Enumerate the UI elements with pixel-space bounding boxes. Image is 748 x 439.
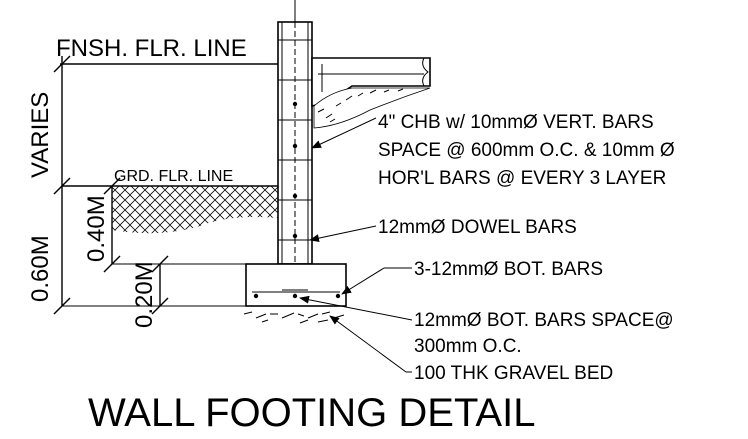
gravel-bed	[243, 311, 345, 324]
callout-chb-3: HOR'L BARS @ EVERY 3 LAYER	[378, 168, 666, 189]
callout-bot-bars: 3-12mmØ BOT. BARS	[414, 259, 603, 280]
callout-bot-space-2: 300mm O.C.	[414, 336, 522, 357]
dimension-left	[53, 55, 246, 315]
dim-varies-label: VARIES	[27, 92, 54, 178]
chb-wall	[277, 0, 313, 290]
dimension-020	[112, 255, 246, 315]
ground-floor-label: GRD. FLR. LINE	[114, 168, 233, 185]
dim-060-label: 0.60M	[27, 235, 54, 302]
dim-020-label: 0.20M	[131, 261, 158, 328]
dim-040-label: 0.40M	[83, 195, 110, 262]
leaders	[299, 117, 413, 373]
callout-gravel: 100 THK GRAVEL BED	[414, 363, 613, 384]
callout-bot-space-1: 12mmØ BOT. BARS SPACE@	[414, 310, 674, 331]
drawing-title: WALL FOOTING DETAIL	[88, 391, 535, 435]
callout-dowel: 12mmØ DOWEL BARS	[378, 217, 577, 238]
finish-floor-label: FNSH. FLR. LINE	[56, 35, 247, 62]
callout-chb-1: 4" CHB w/ 10mmØ VERT. BARS	[378, 112, 654, 133]
callout-chb-2: SPACE @ 600mm O.C. & 10mm Ø	[378, 140, 675, 161]
floor-slab	[311, 57, 431, 129]
footing	[245, 263, 347, 307]
soil-hatch	[112, 186, 278, 234]
